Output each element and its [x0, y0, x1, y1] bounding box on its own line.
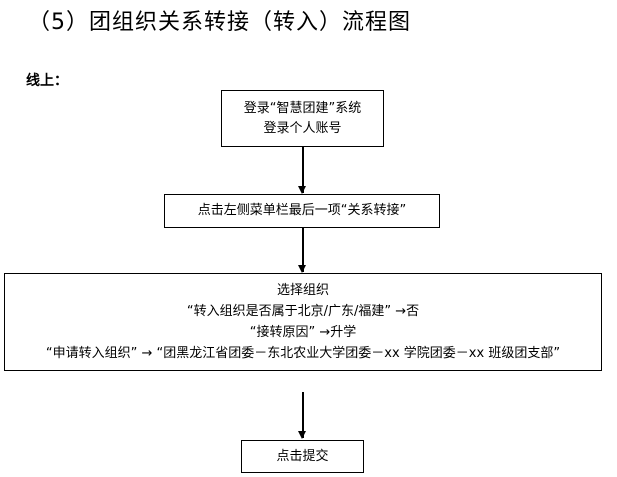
step-text: “转入组织是否属于北京/广东/福建” →否 — [186, 304, 420, 319]
flow-arrow — [299, 392, 305, 439]
step-text: 登录“智慧团建”系统 — [243, 100, 362, 116]
section-label: 线上： — [26, 73, 68, 89]
step-text: 点击左侧菜单栏最后一项“关系转接” — [197, 203, 407, 218]
step-text: 点击提交 — [276, 448, 329, 464]
step-text: “申请转入组织” → “团黑龙江省团委－东北农业大学团委－xx 学院团委－xx … — [45, 346, 561, 361]
step-select-org: 选择组织 “转入组织是否属于北京/广东/福建” →否 “接转原因” →升学 “申… — [4, 273, 602, 371]
step-text: “接转原因” →升学 — [249, 325, 357, 340]
page-title: （5）团组织关系转接（转入）流程图 — [28, 10, 411, 35]
flow-arrow — [299, 228, 305, 273]
step-text: 登录个人账号 — [263, 120, 342, 136]
step-menu: 点击左侧菜单栏最后一项“关系转接” — [164, 194, 440, 228]
step-login: 登录“智慧团建”系统 登录个人账号 — [221, 90, 384, 147]
step-submit: 点击提交 — [241, 440, 364, 473]
step-text: 选择组织 — [276, 283, 329, 298]
flow-arrow — [299, 147, 305, 194]
